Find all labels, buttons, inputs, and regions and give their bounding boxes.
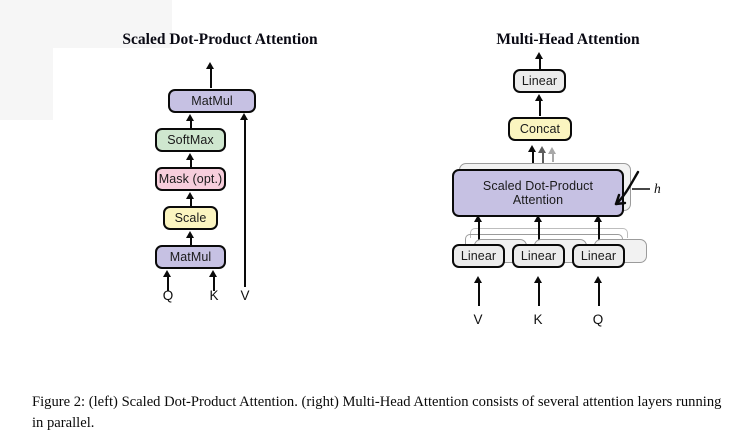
left-output-arrowhead <box>206 62 215 69</box>
left-arrowhead-matmul-to-scale <box>186 231 195 238</box>
right-arrowhead-head2-to-concat <box>538 146 547 153</box>
left-arrowhead-scale-to-mask <box>186 192 195 199</box>
right-input-label-q: Q <box>592 312 604 327</box>
left-output-line <box>209 66 212 88</box>
left-node-matmul-bottom: MatMul <box>155 245 226 269</box>
left-input-label-q: Q <box>162 288 174 303</box>
left-line-k <box>212 277 215 291</box>
right-panel-title: Multi-Head Attention <box>496 31 640 48</box>
right-line-head1-to-concat <box>531 152 534 165</box>
linear-q-ghost-back <box>0 96 53 120</box>
right-line-k-input <box>537 283 540 306</box>
left-arrowhead-mask-to-softmax <box>186 153 195 160</box>
right-output-arrowhead <box>535 52 544 59</box>
right-input-label-k: K <box>533 312 543 327</box>
left-input-label-v: V <box>240 288 250 303</box>
right-arrowhead-head3-to-concat <box>548 147 557 154</box>
figure-caption: Figure 2: (left) Scaled Dot-Product Atte… <box>32 394 722 431</box>
left-arrowhead-softmax-to-matmul <box>186 114 195 121</box>
right-arrowhead-concat-to-linear <box>535 94 544 101</box>
left-node-mask: Mask (opt.) <box>155 167 226 191</box>
right-arrowhead-linear-k-to-attention <box>534 215 543 222</box>
right-arrowhead-linear-q-to-attention <box>594 215 603 222</box>
rail-ghost-back <box>470 228 628 238</box>
left-arrowhead-q <box>163 270 172 277</box>
left-node-matmul-top: MatMul <box>168 89 256 113</box>
right-line-v-input <box>477 283 480 306</box>
right-output-line <box>538 56 541 76</box>
heads-count-label: h <box>654 181 661 196</box>
right-node-linear-q: Linear <box>572 244 625 268</box>
right-line-linear-k-to-attention <box>537 219 540 251</box>
right-node-linear-k: Linear <box>512 244 565 268</box>
right-arrowhead-linear-v-to-attention <box>474 215 483 222</box>
right-line-concat-to-linear <box>538 101 541 116</box>
right-arrowhead-q-input <box>594 276 603 283</box>
right-input-label-v: V <box>473 312 483 327</box>
left-arrowhead-k <box>209 270 218 277</box>
left-node-scale: Scale <box>163 206 218 230</box>
left-panel-title: Scaled Dot-Product Attention <box>122 31 318 48</box>
right-line-head2-to-concat <box>541 152 544 163</box>
right-arrowhead-k-input <box>534 276 543 283</box>
right-line-linear-v-to-attention <box>477 219 480 251</box>
attention-stack-ghost-back <box>0 0 172 48</box>
right-node-linear-top: Linear <box>513 69 566 93</box>
right-arrowhead-v-input <box>474 276 483 283</box>
linear-v-ghost-back <box>0 48 53 72</box>
right-line-q-input <box>597 283 600 306</box>
right-line-linear-q-to-attention <box>597 219 600 251</box>
right-arrowhead-head1-to-concat <box>528 145 537 152</box>
heads-annotation-slash <box>614 170 650 206</box>
left-node-softmax: SoftMax <box>155 128 226 152</box>
right-node-concat: Concat <box>508 117 572 141</box>
multi-head-attention-diagram: Linear Concat Scaled Dot-Product Attenti… <box>0 0 746 327</box>
right-node-scaled-dot-product-attention: Scaled Dot-Product Attention <box>452 169 624 217</box>
left-line-q <box>166 277 169 291</box>
linear-k-ghost-back <box>0 72 53 96</box>
left-arrowhead-v <box>240 113 249 120</box>
right-line-head3-to-concat <box>551 152 554 162</box>
right-node-linear-v: Linear <box>452 244 505 268</box>
left-line-v <box>243 120 246 287</box>
left-input-label-k: K <box>209 288 219 303</box>
